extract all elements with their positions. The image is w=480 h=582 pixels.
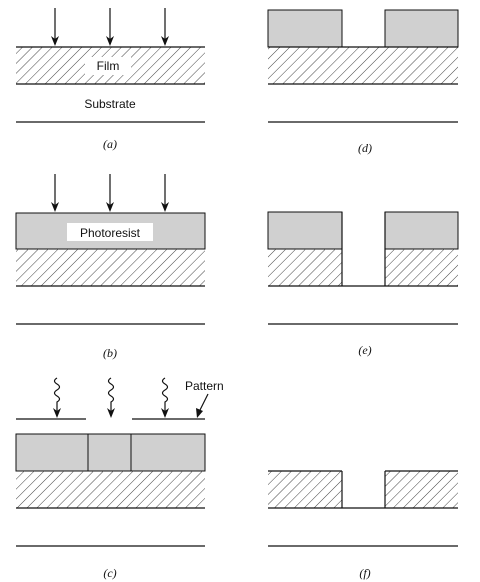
film-label: Film — [97, 59, 120, 73]
arrowhead-icon — [106, 202, 114, 212]
film-right-block — [385, 249, 458, 286]
arrowhead-icon — [161, 36, 169, 46]
film-layer — [16, 471, 205, 508]
arrowhead-icon — [107, 408, 115, 418]
caption-a: (a) — [103, 137, 117, 151]
film-layer — [16, 249, 205, 286]
film-left-block — [268, 471, 342, 508]
squiggle-arrows-c — [53, 377, 169, 418]
photoresist-left-block — [267, 9, 343, 48]
pattern-pointer-arrowhead — [196, 408, 203, 418]
pattern-label: Pattern — [185, 379, 224, 393]
photoresist-right-block — [384, 9, 459, 48]
arrows-b — [51, 174, 169, 212]
panel-a: Film Substrate (a) — [16, 8, 205, 151]
film-left-block — [268, 249, 342, 286]
arrowhead-icon — [106, 36, 114, 46]
panel-b: Photoresist (b) — [15, 174, 206, 360]
arrows-a — [51, 8, 169, 46]
caption-c: (c) — [103, 566, 116, 580]
squiggly-light-arrow-icon — [161, 377, 169, 414]
caption-e: (e) — [358, 343, 371, 357]
arrowhead-icon — [53, 408, 61, 418]
substrate-label: Substrate — [84, 97, 136, 111]
caption-d: (d) — [358, 141, 372, 155]
caption-f: (f) — [359, 566, 370, 580]
panel-e: (e) — [267, 211, 459, 357]
photoresist-label-bg — [67, 223, 153, 241]
squiggly-light-arrow-icon — [107, 377, 115, 414]
photoresist-exposed-block — [87, 433, 132, 472]
film-right-block — [385, 471, 458, 508]
film-layer — [268, 47, 458, 84]
caption-b: (b) — [103, 346, 117, 360]
arrowhead-icon — [51, 202, 59, 212]
panel-f: (f) — [268, 470, 458, 580]
photoresist-right-block — [384, 211, 459, 250]
panel-c: Pattern (c) — [15, 377, 224, 580]
arrowhead-icon — [51, 36, 59, 46]
squiggly-light-arrow-icon — [53, 377, 61, 414]
photoresist-left-block — [267, 211, 343, 250]
photoresist-left-block — [15, 433, 89, 472]
photoresist-right-block — [130, 433, 206, 472]
arrowhead-icon — [161, 202, 169, 212]
photoresist-label: Photoresist — [80, 226, 141, 240]
film-label-bg — [85, 57, 131, 75]
panel-d: (d) — [267, 9, 459, 155]
arrowhead-icon — [161, 408, 169, 418]
